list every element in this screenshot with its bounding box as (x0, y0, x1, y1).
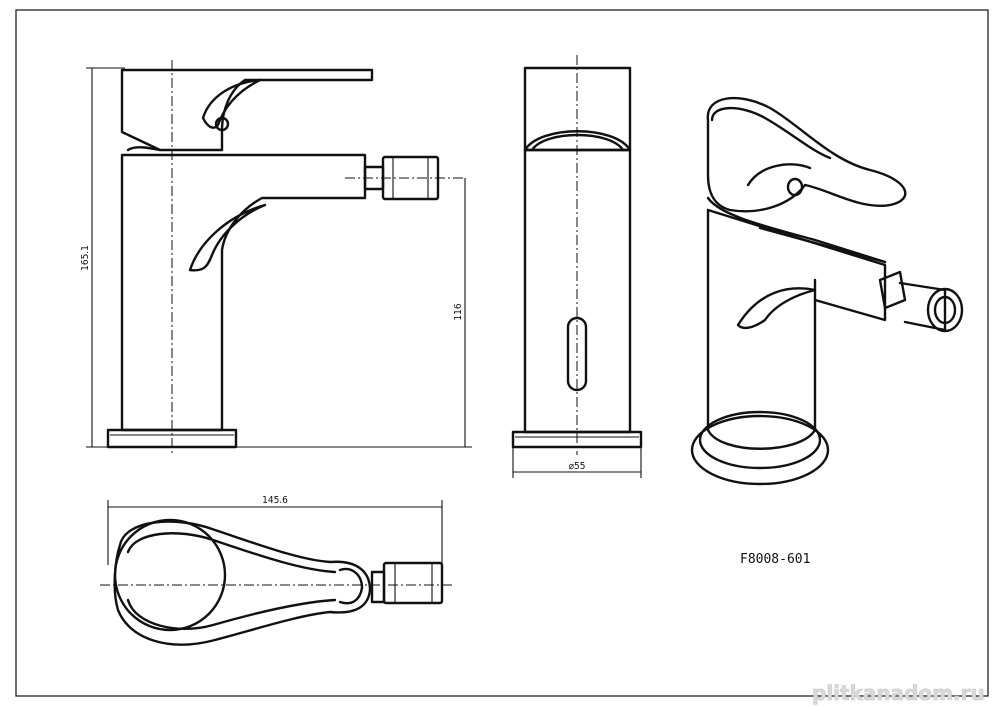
side-view (511, 55, 643, 478)
front-view (86, 60, 472, 455)
dim-height-total: 165.1 (80, 245, 91, 271)
dim-base-diameter: ⌀55 (569, 461, 586, 472)
top-view (100, 500, 455, 646)
drawing-border (15, 9, 989, 697)
watermark: plitkanadom.ru (812, 681, 985, 705)
model-number: F8008-601 (740, 552, 810, 567)
dim-length-top: 145.6 (262, 495, 288, 506)
isometric-view (690, 96, 964, 486)
dim-height-spout: 116 (453, 303, 464, 320)
